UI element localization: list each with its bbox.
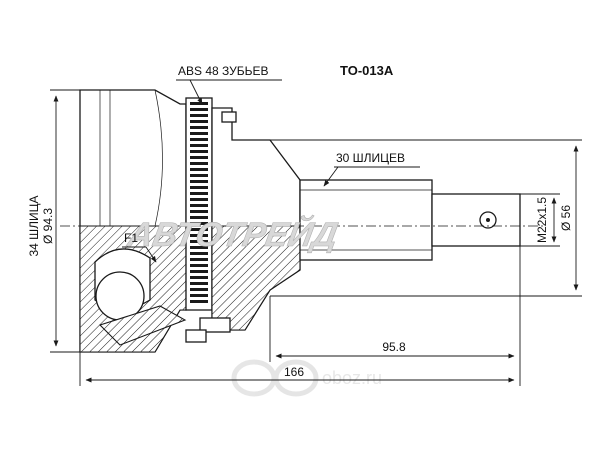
abs-tooth [190,222,208,225]
abs-tooth [190,282,208,285]
abs-tooth [190,132,208,135]
dim-diameter-housing: 34 ШЛИЦА Ø 94.3 [27,89,80,353]
stem [299,179,521,261]
detail-callout: F1 [122,231,157,263]
abs-callout: ABS 48 ЗУБЬЕВ [176,64,282,105]
logo-watermark: oboz.ru [231,359,382,397]
length-stem-label: 95.8 [382,340,406,354]
abs-tooth [190,300,208,303]
site-watermark: oboz.ru [322,368,382,388]
abs-tooth [190,144,208,147]
abs-tooth [190,126,208,129]
abs-tooth [190,252,208,255]
abs-tooth [190,270,208,273]
abs-tooth [190,276,208,279]
abs-tooth [190,114,208,117]
abs-tooth [190,180,208,183]
abs-label: ABS 48 ЗУБЬЕВ [178,64,269,78]
dim-length-total: 166 [79,352,521,386]
abs-tooth [190,210,208,213]
diameter-seat-label: Ø 56 [559,205,573,231]
diameter-housing-label: Ø 94.3 [41,208,55,244]
thread-label: M22x1.5 [535,197,549,243]
part-number: TO-013A [340,63,394,78]
abs-tooth [190,108,208,111]
abs-tooth [190,186,208,189]
dim-diameter-seat: Ø 56 [232,139,582,297]
abs-tooth [190,156,208,159]
abs-tooth [190,258,208,261]
abs-tooth [190,150,208,153]
abs-tooth [190,120,208,123]
abs-tooth [190,198,208,201]
abs-tooth [190,138,208,141]
abs-tooth [190,168,208,171]
abs-tooth [190,264,208,267]
neck [185,107,301,343]
abs-tooth [190,228,208,231]
abs-tooth [190,102,208,105]
dim-thread: M22x1.5 [520,193,560,247]
abs-tooth [190,174,208,177]
abs-tooth [190,240,208,243]
spline-outer-label: 30 ШЛИЦЕВ [336,151,405,165]
abs-tooth [190,192,208,195]
abs-tooth [190,204,208,207]
spline-inner-label: 34 ШЛИЦА [27,195,41,256]
dim-length-stem: 95.8 [269,246,521,362]
abs-tooth [190,288,208,291]
abs-tooth [190,162,208,165]
abs-tooth [190,246,208,249]
spline-outer-callout: 30 ШЛИЦЕВ [323,151,420,187]
abs-teeth [190,102,208,303]
abs-tooth [190,216,208,219]
abs-ring [185,97,213,311]
abs-tooth [190,234,208,237]
detail-label: F1 [124,231,138,245]
length-total-label: 166 [284,365,304,379]
brand-watermark: АВТОТРЕЙД [124,213,341,254]
abs-tooth [190,294,208,297]
